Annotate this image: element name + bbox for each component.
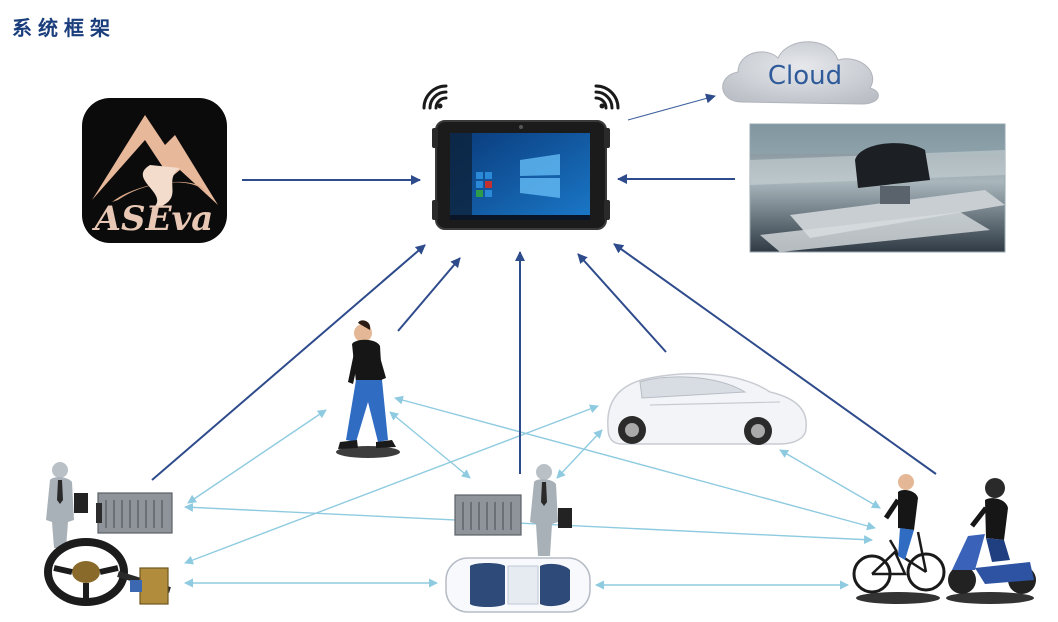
link-pedestrian-ecu-left bbox=[187, 409, 327, 504]
ecu-box-icon bbox=[96, 492, 173, 534]
businessman-icon bbox=[530, 464, 572, 556]
cloud-icon: Cloud bbox=[722, 41, 879, 105]
wifi-icon bbox=[422, 84, 448, 110]
wifi-icon bbox=[594, 84, 620, 110]
suv-top-view-icon bbox=[445, 557, 591, 613]
ecu-box-icon bbox=[454, 494, 522, 536]
link-car-bicycle bbox=[779, 449, 881, 509]
link-ecu-left-bicycle bbox=[184, 502, 873, 545]
link-pedestrian-tablet bbox=[397, 257, 461, 332]
logo-text: ASEva bbox=[92, 199, 214, 239]
link-car-ecu-center bbox=[556, 429, 603, 479]
tablet-icon bbox=[432, 120, 610, 230]
link-car-tablet bbox=[577, 253, 667, 353]
scooter-rider-icon bbox=[946, 478, 1036, 604]
car-icon bbox=[607, 372, 807, 445]
businessman-icon bbox=[46, 462, 88, 548]
bicycle-rider-icon bbox=[852, 474, 946, 604]
peer-links bbox=[184, 395, 881, 590]
page-title: 系统框架 bbox=[12, 16, 116, 40]
simulator-photo-icon bbox=[749, 123, 1006, 253]
aseva-logo-icon: ASEva bbox=[82, 98, 227, 243]
steering-wheel-icon bbox=[44, 538, 171, 606]
cloud-label: Cloud bbox=[768, 61, 842, 91]
data-links bbox=[151, 174, 937, 481]
pedestrian-icon bbox=[336, 320, 400, 458]
link-ecu-left-tablet bbox=[151, 244, 426, 481]
link-pedestrian-ecu-center bbox=[389, 411, 471, 479]
link-tablet-cloud bbox=[627, 93, 716, 121]
link-bicycle-tablet bbox=[613, 243, 937, 475]
